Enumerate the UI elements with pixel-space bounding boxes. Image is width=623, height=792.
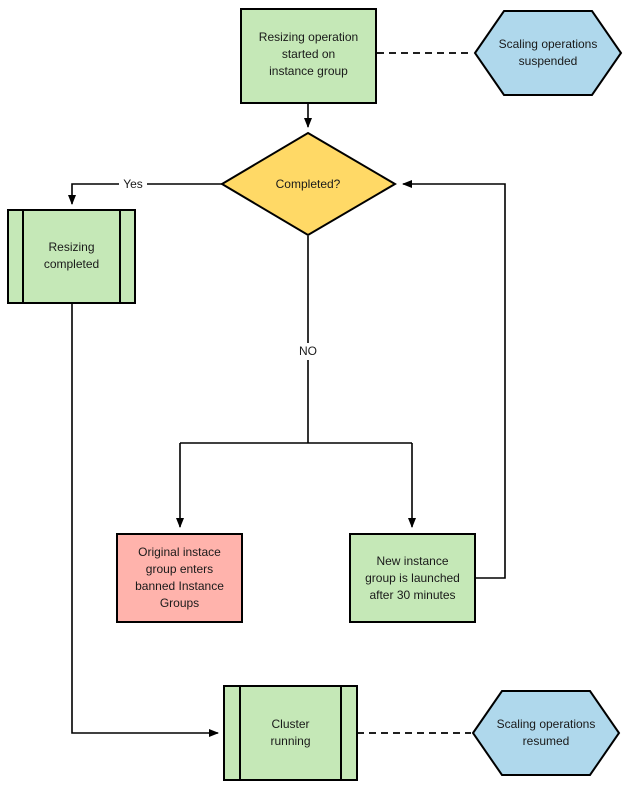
edge-new-instance-feedback-to-decision [402,180,506,579]
node-scaling-suspended-hexagon[interactable] [473,10,623,96]
node-scaling-resumed-line-2: resumed [523,734,570,748]
node-scaling-suspended-line-1: Scaling operations [499,37,598,51]
node-scaling-suspended[interactable]: Scaling operations suspended [473,10,623,96]
node-resizing-completed-line-2: completed [44,257,99,271]
node-banned-instance-groups-line-3: banned Instance [135,579,224,593]
node-new-instance-group-line-2: group is launched [365,571,460,585]
node-new-instance-group-line-3: after 30 minutes [369,588,455,602]
node-resizing-started-line-2: started on [282,47,335,61]
edge-label-no-backdrop [291,343,325,360]
node-completed-decision[interactable]: Completed? [220,131,397,237]
edge-label-yes: Yes [123,177,143,191]
node-scaling-suspended-line-2: suspended [519,54,578,68]
node-resizing-completed[interactable]: Resizing completed [7,209,136,304]
edge-label-no: NO [299,344,317,358]
edge-label-yes-backdrop [119,176,147,193]
node-banned-instance-groups-line-4: Groups [160,596,199,610]
edge-resizing-completed-to-cluster [71,303,219,737]
node-resizing-completed-line-1: Resizing [48,240,94,254]
node-cluster-running-line-1: Cluster [271,717,309,731]
node-banned-instance-groups-line-1: Original instace [138,545,221,559]
edge-decision-yes [68,183,223,205]
node-completed-decision-label: Completed? [276,177,341,191]
node-resizing-started-line-3: instance group [269,64,348,78]
node-banned-instance-groups-line-2: group enters [146,562,213,576]
node-resizing-started-line-1: Resizing operation [259,30,358,44]
node-scaling-resumed-hexagon[interactable] [471,690,621,776]
node-completed-decision-diamond[interactable] [220,131,397,237]
node-banned-instance-groups-box[interactable] [116,533,243,623]
node-new-instance-group-line-1: New instance [376,554,448,568]
node-resizing-completed-box[interactable] [7,209,136,304]
node-new-instance-group[interactable]: New instance group is launched after 30 … [349,533,476,623]
node-cluster-running-box[interactable] [223,685,358,781]
node-banned-instance-groups[interactable]: Original instace group enters banned Ins… [116,533,243,623]
node-resizing-started[interactable]: Resizing operation started on instance g… [240,8,377,104]
node-scaling-resumed[interactable]: Scaling operations resumed [471,690,621,776]
node-cluster-running[interactable]: Cluster running [223,685,358,781]
node-new-instance-group-box[interactable] [349,533,476,623]
node-scaling-resumed-line-1: Scaling operations [497,717,596,731]
node-cluster-running-line-2: running [270,734,310,748]
node-resizing-started-box[interactable] [240,8,377,104]
